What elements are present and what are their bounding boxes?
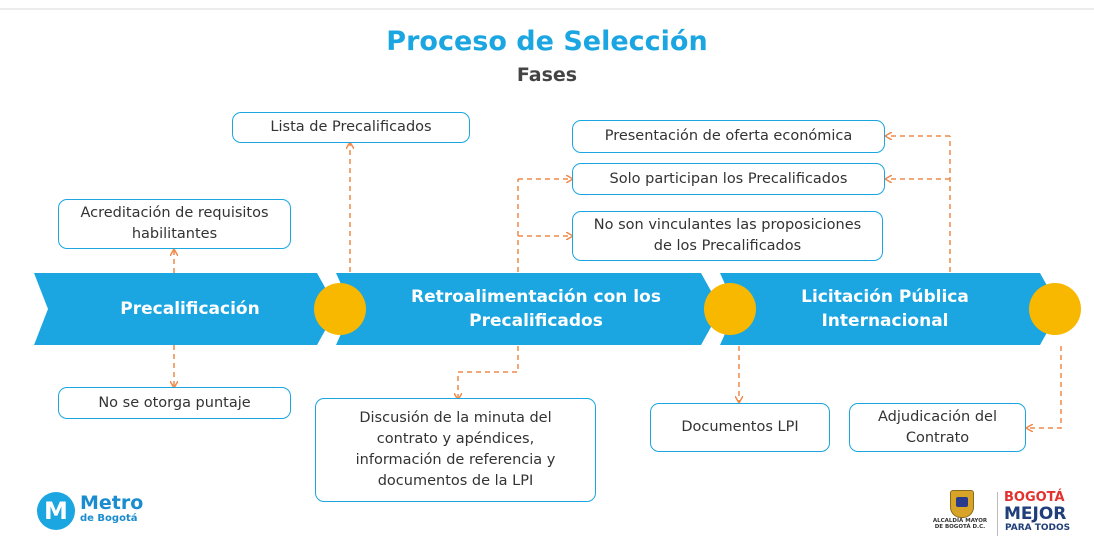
phase-node-1 <box>314 283 366 335</box>
alcaldia-logo: ALCALDÍA MAYOR DE BOGOTÁ D.C. <box>930 486 990 539</box>
shield-icon <box>950 490 974 518</box>
box-solo-participan: Solo participan los Precalificados <box>572 163 885 195</box>
bogota-logo: BOGOTÁ MEJOR PARA TODOS <box>1004 490 1084 539</box>
top-divider <box>0 8 1094 10</box>
stage-arrow-licitacion <box>720 273 1060 345</box>
box-acreditacion: Acreditación de requisitos habilitantes <box>58 199 291 249</box>
metro-logo-sub: de Bogotá <box>80 513 138 524</box>
bogota-logo-top: BOGOTÁ <box>1004 490 1065 505</box>
logo-divider <box>997 492 998 536</box>
bogota-logo-bottom: PARA TODOS <box>1005 523 1071 533</box>
bogota-logo-mid: MEJOR <box>1004 504 1067 524</box>
metro-logo-icon: M <box>37 492 75 530</box>
phase-node-3 <box>1029 283 1081 335</box>
box-presentacion-oferta: Presentación de oferta económica <box>572 120 885 153</box>
box-adjudicacion: Adjudicación del Contrato <box>849 403 1026 452</box>
box-discusion: Discusión de la minuta del contrato y ap… <box>315 398 596 502</box>
page-subtitle: Fases <box>516 64 578 86</box>
box-documentos-lpi: Documentos LPI <box>650 403 830 452</box>
stage-arrow-retroalimentacion <box>336 273 721 345</box>
box-lista-precalificados: Lista de Precalificados <box>232 112 470 143</box>
page-title: Proceso de Selección <box>386 26 708 57</box>
connector-discusion <box>458 346 519 399</box>
stage-label-licitacion: Licitación Pública Internacional <box>801 287 969 331</box>
connector-adjudicacion <box>1027 346 1062 428</box>
metro-logo: M Metro de Bogotá <box>37 492 167 532</box>
alcaldia-text: ALCALDÍA MAYOR DE BOGOTÁ D.C. <box>932 518 988 530</box>
stage-label-retroalimentacion: Retroalimentación con los Precalificados <box>411 287 661 331</box>
phase-node-2 <box>704 283 756 335</box>
stage-label-precalificacion: Precalificación <box>120 299 260 319</box>
stage-arrow-precalificacion <box>34 273 337 345</box>
box-no-puntaje: No se otorga puntaje <box>58 387 291 419</box>
box-no-vinculantes: No son vinculantes las proposiciones de … <box>572 211 883 261</box>
metro-logo-name: Metro <box>80 492 144 514</box>
